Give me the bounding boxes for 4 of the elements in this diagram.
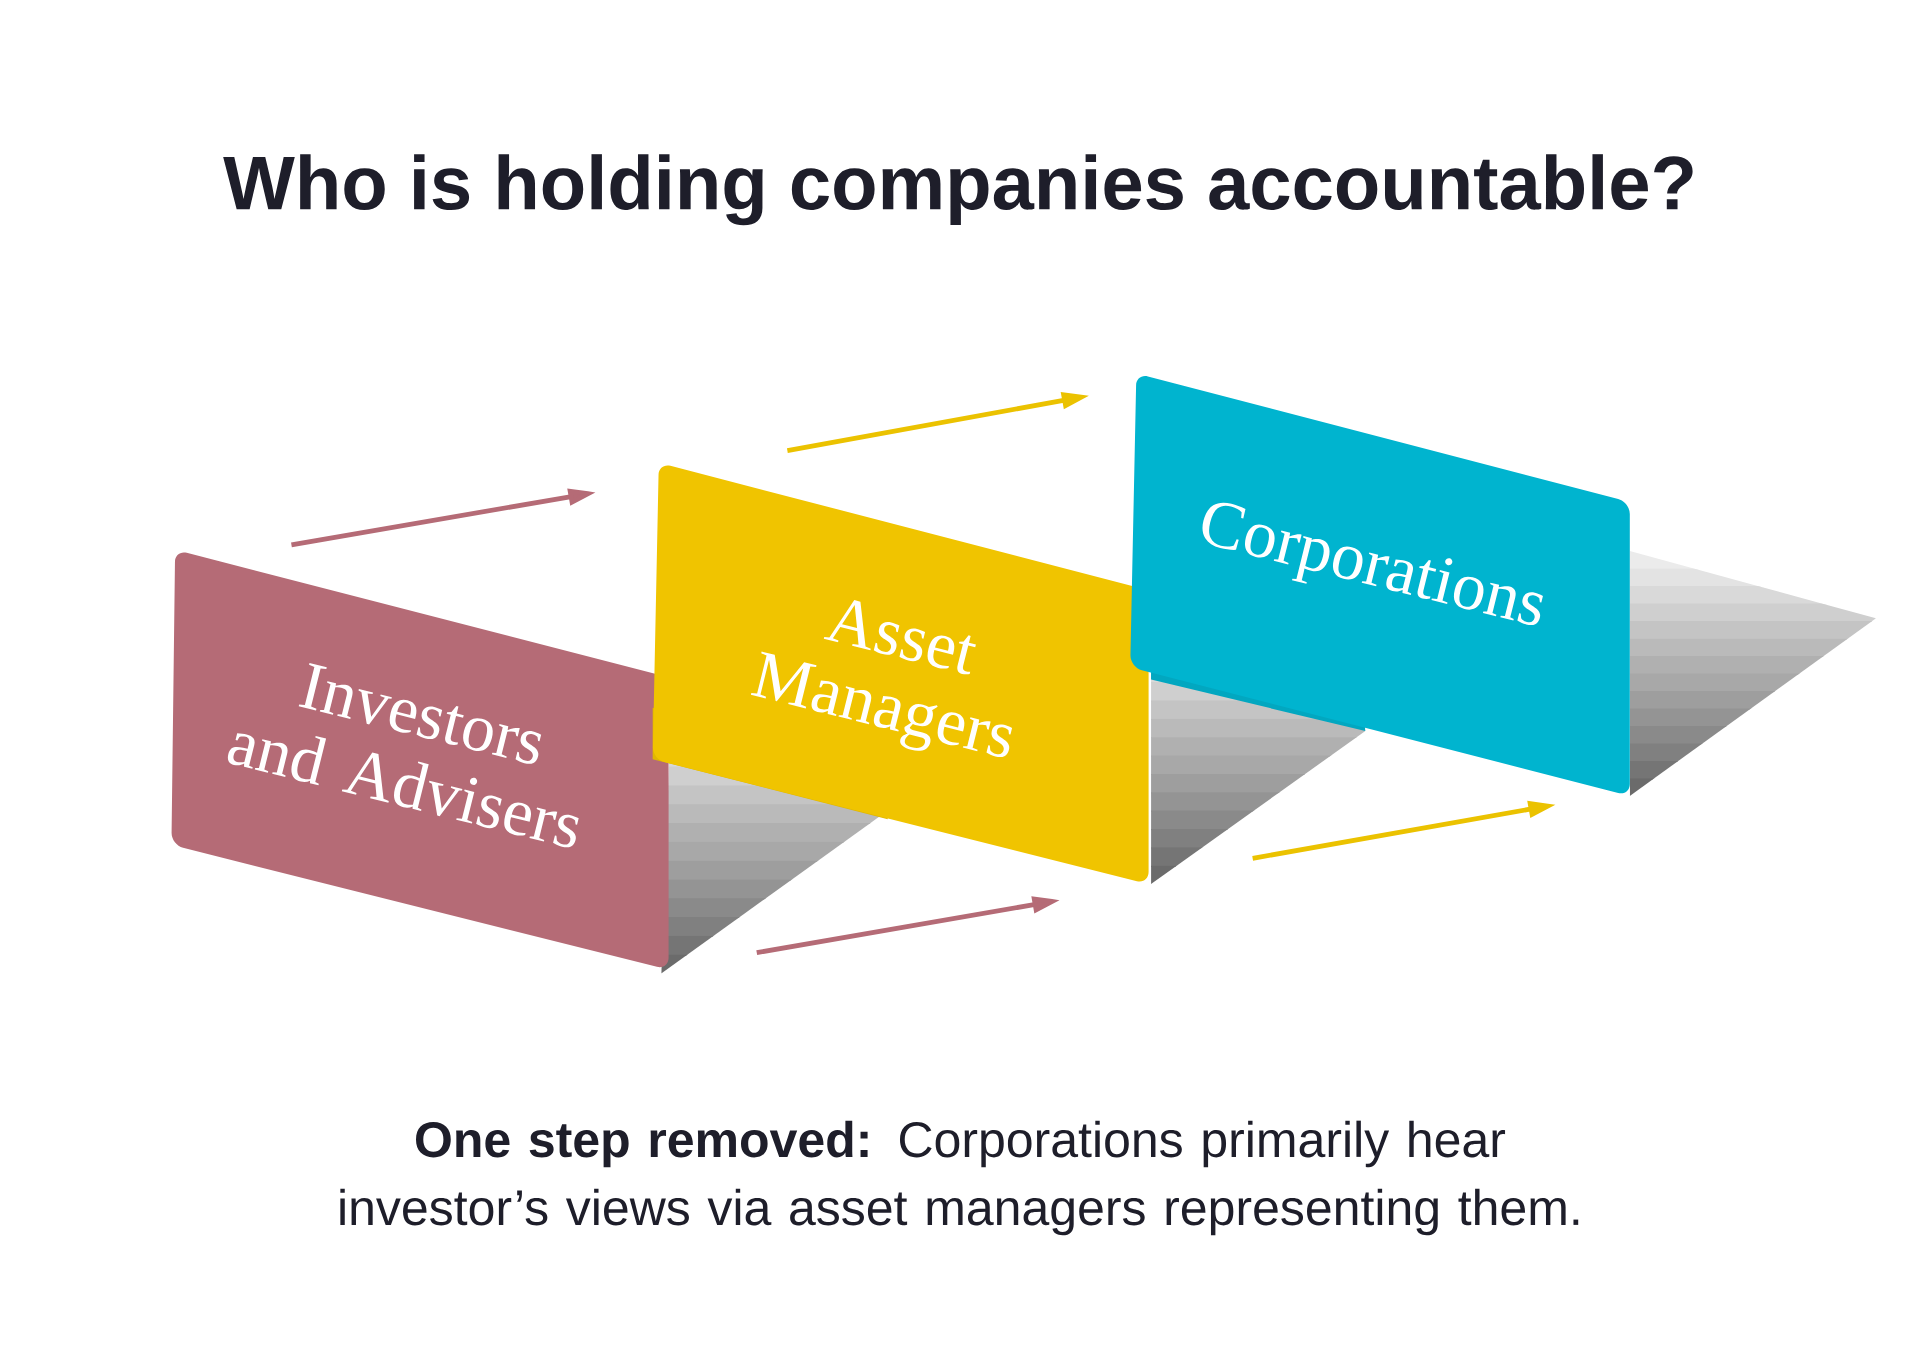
panel: Asset Managers: [652, 465, 1149, 882]
panel: Investors and Advisers: [171, 552, 669, 968]
caption: One step removed: Corporations primarily hear investor’s views via asset managers representing them.: [340, 1120, 1579, 1236]
title: Who is holding companies accountable?: [223, 154, 1693, 226]
